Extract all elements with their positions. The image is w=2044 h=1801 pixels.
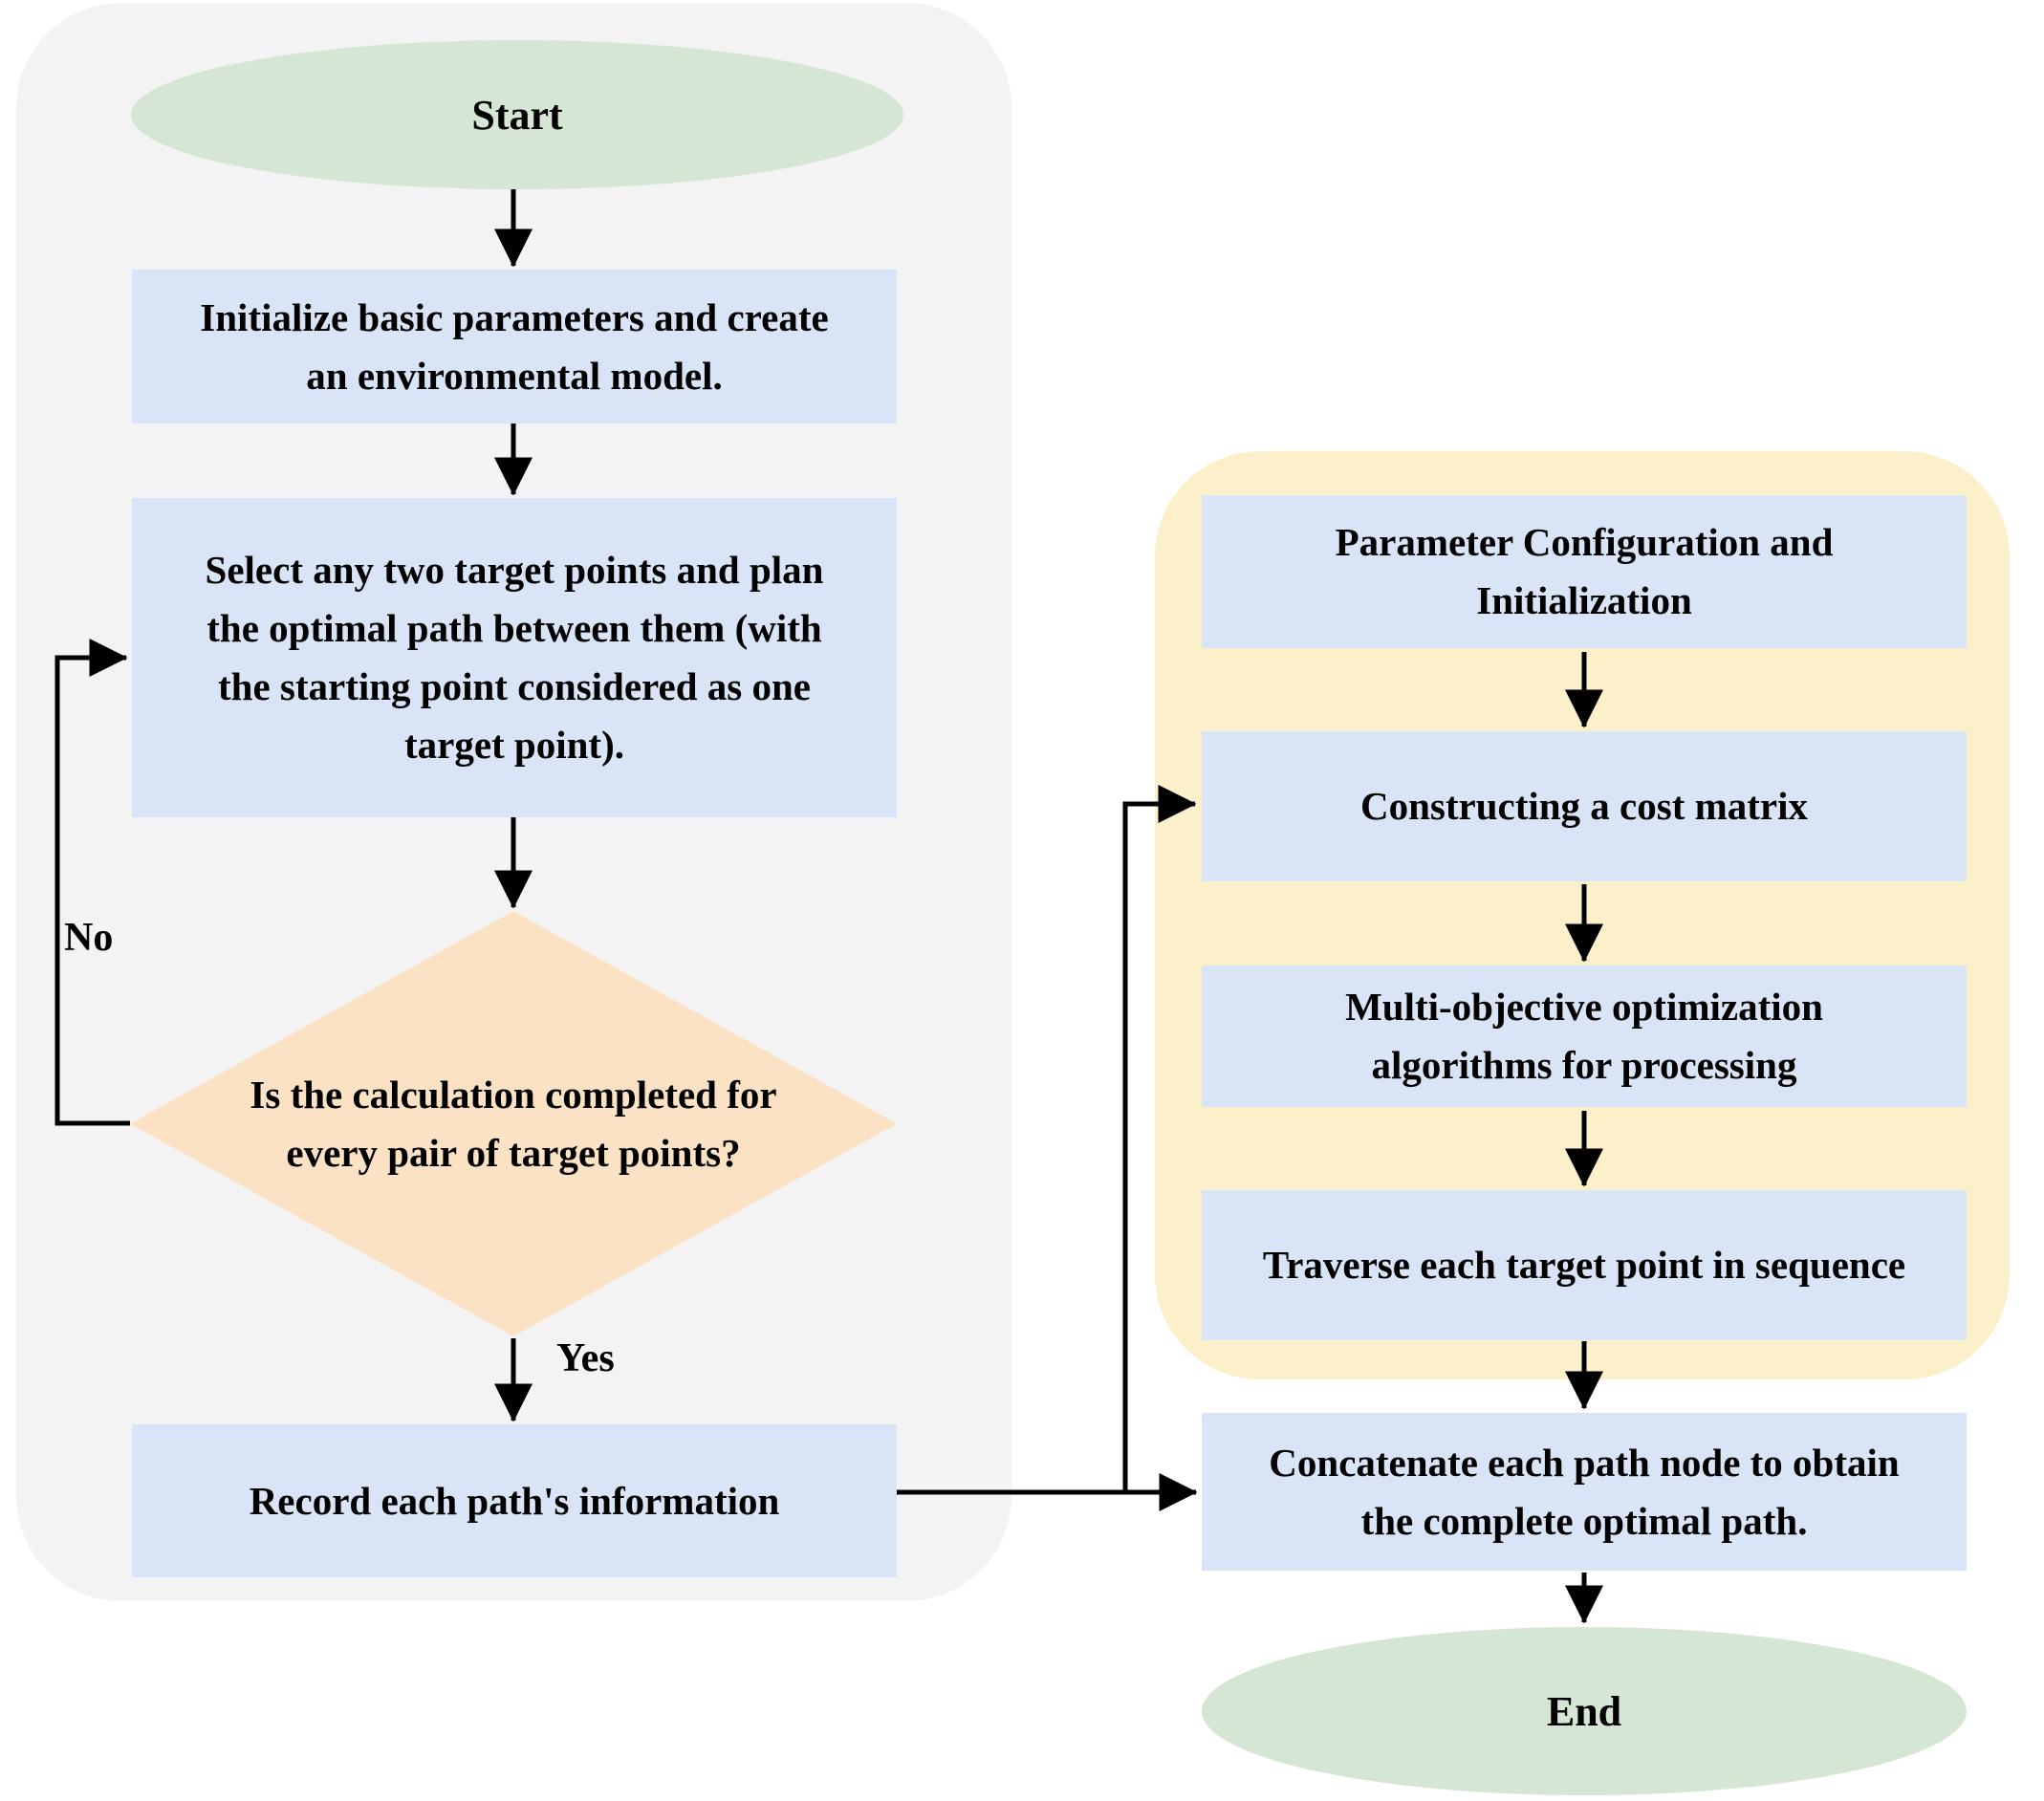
cost-matrix-node: Constructing a cost matrix — [1202, 731, 1967, 881]
edge-record-to-costmatrix — [1122, 785, 1197, 1492]
concatenate-path-node: Concatenate each path node to obtain the… — [1202, 1413, 1967, 1571]
initialize-parameters-node: Initialize basic parameters and create a… — [132, 270, 897, 423]
traverse-targets-node: Traverse each target point in sequence — [1202, 1190, 1967, 1340]
edge-decision-no-to-select — [54, 639, 130, 1126]
parameter-configuration-node: Parameter Configuration and Initializati… — [1202, 495, 1967, 648]
start-node: Start — [131, 40, 903, 189]
select-target-points-node: Select any two target points and plan th… — [132, 498, 897, 817]
no-branch-label: No — [64, 916, 114, 960]
multi-objective-node: Multi-objective optimization algorithms … — [1202, 966, 1967, 1107]
end-node: End — [1202, 1627, 1967, 1795]
record-path-info-node: Record each path's information — [132, 1424, 897, 1577]
yes-branch-label: Yes — [556, 1336, 615, 1380]
